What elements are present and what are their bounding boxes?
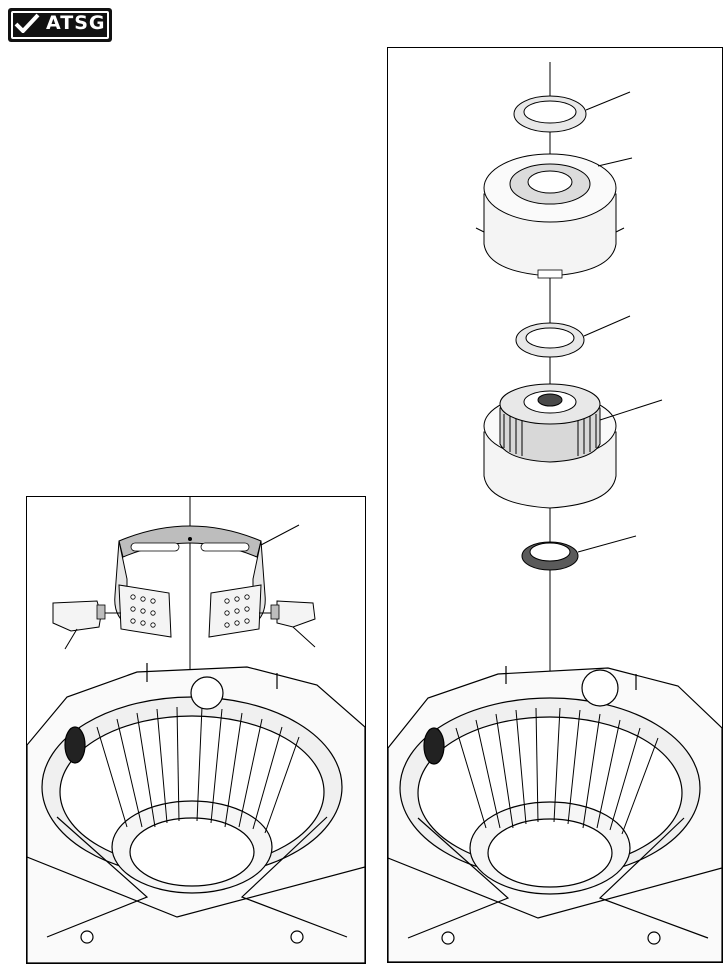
atsg-logo: ATSG (8, 8, 112, 42)
right-anchor-leader-line (292, 626, 316, 648)
band-anchor-right (259, 600, 316, 628)
logo-frame (11, 11, 109, 39)
brake-band (114, 525, 266, 638)
band-anchor-left (52, 600, 121, 632)
band-diagram (27, 497, 365, 963)
clutch-stack-panel (387, 47, 723, 963)
band-leader-line (260, 524, 300, 546)
washer-upper-leader (585, 91, 631, 111)
bearing-leader (577, 535, 637, 553)
clutch-drum (475, 153, 625, 279)
clutch-pack-leader (599, 399, 663, 421)
thrust-bearing (521, 541, 579, 571)
transmission-case (388, 666, 722, 962)
thrust-washer-upper (513, 95, 587, 133)
logo-text: ATSG (46, 12, 106, 34)
drum-leader (597, 157, 633, 167)
clutch-pack-assembly (483, 383, 617, 509)
left-anchor-leader-line (64, 628, 78, 650)
checkmark-logo-icon (14, 13, 40, 33)
thrust-washer-middle (515, 322, 585, 358)
washer-middle-leader (583, 315, 631, 337)
clutch-stack-diagram (388, 62, 722, 962)
band-installation-panel (26, 496, 366, 964)
transmission-case (27, 663, 365, 963)
